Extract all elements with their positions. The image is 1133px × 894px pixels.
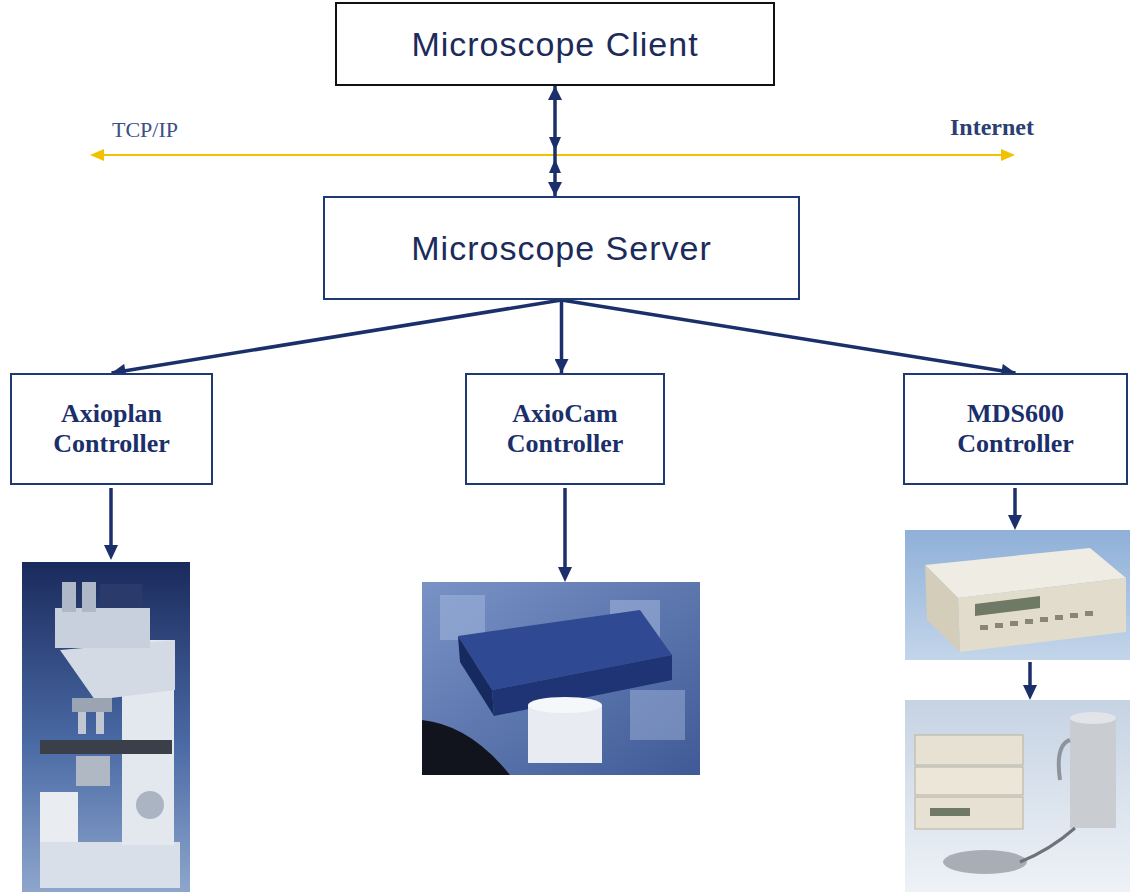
- cryo-system-photo: [1070, 718, 1116, 828]
- cryo-system-photo: [905, 700, 1130, 892]
- node-label: AxioCam Controller: [485, 399, 645, 459]
- network-line: [1001, 149, 1015, 161]
- microscope-photo: [136, 791, 164, 819]
- connector-arrow: [562, 300, 1016, 373]
- camera-photo: [492, 655, 672, 716]
- controller-unit-photo: [925, 565, 960, 652]
- node-label: MDS600 Controller: [936, 399, 1096, 459]
- camera-photo: [422, 582, 700, 775]
- cryo-system-photo: [905, 700, 1130, 892]
- node-label: Microscope Client: [411, 25, 698, 64]
- camera-photo: [422, 582, 700, 775]
- connector-arrow: [112, 300, 562, 373]
- controller-box: AxioCam Controller: [465, 373, 665, 485]
- microscope-photo: [100, 584, 142, 608]
- connector-arrow: [560, 300, 564, 373]
- controller-unit-photo: [958, 578, 1126, 652]
- network-line: [90, 149, 104, 161]
- network-line: [90, 149, 1015, 161]
- microscope-photo: [62, 582, 76, 612]
- camera-photo: [422, 720, 510, 775]
- microscope-photo: [40, 842, 180, 888]
- microscope-photo: [78, 712, 86, 734]
- server-box: Microscope Server: [323, 196, 800, 300]
- microscope-photo: [96, 712, 104, 734]
- camera-photo: [528, 705, 602, 763]
- network-line: [100, 154, 1005, 156]
- controller-unit-photo: [1055, 615, 1063, 620]
- cryo-system-photo: [915, 735, 1023, 765]
- microscope-photo: [22, 562, 190, 892]
- controller-unit-photo: [905, 530, 1130, 660]
- controller-unit-photo: [975, 596, 1040, 616]
- controller-unit-photo: [1085, 611, 1093, 616]
- device-arrow: [1023, 685, 1037, 700]
- device-arrow: [563, 488, 567, 570]
- controller-unit-photo: [995, 623, 1003, 628]
- camera-photo: [458, 636, 494, 716]
- controller-box: Axioplan Controller: [10, 373, 213, 485]
- client-box: Microscope Client: [335, 2, 775, 86]
- microscope-photo: [40, 740, 172, 754]
- controller-unit-photo: [1070, 613, 1078, 618]
- cryo-system-photo: [943, 850, 1027, 874]
- device-arrow: [1028, 662, 1032, 688]
- network-label: Internet: [950, 114, 1034, 141]
- connector-arrow: [553, 86, 557, 196]
- device-arrow: [104, 545, 118, 560]
- microscope-photo: [82, 582, 96, 612]
- cryo-system-photo: [1059, 740, 1070, 780]
- label-holder: TCP/IP: [112, 117, 178, 143]
- controller-unit-photo: [980, 625, 988, 630]
- microscope-photo: [60, 640, 175, 700]
- cryo-system-photo: [915, 767, 1023, 795]
- camera-photo: [528, 697, 602, 713]
- controller-unit-photo: [1025, 619, 1033, 624]
- controller-unit-photo: [1010, 621, 1018, 626]
- microscope-photo: [55, 608, 150, 648]
- network-label: TCP/IP: [112, 117, 178, 143]
- node-label: Microscope Server: [411, 229, 711, 268]
- microscope-photo: [72, 698, 112, 712]
- device-arrow: [558, 567, 572, 582]
- label-holder: Internet: [950, 114, 1034, 141]
- controller-box: MDS600 Controller: [903, 373, 1128, 485]
- microscope-photo: [40, 792, 78, 842]
- camera-photo: [630, 690, 685, 740]
- device-arrow: [1008, 515, 1022, 530]
- device-arrow: [1013, 488, 1017, 518]
- controller-unit-photo: [1040, 617, 1048, 622]
- microscope-photo: [22, 562, 190, 892]
- device-arrow: [109, 488, 113, 548]
- controller-unit-photo: [905, 530, 1130, 660]
- cryo-system-photo: [1020, 828, 1075, 862]
- microscope-photo: [76, 756, 110, 786]
- node-label: Axioplan Controller: [32, 399, 192, 459]
- cryo-system-photo: [915, 797, 1023, 829]
- cryo-system-photo: [930, 808, 970, 816]
- cryo-system-photo: [1070, 712, 1116, 724]
